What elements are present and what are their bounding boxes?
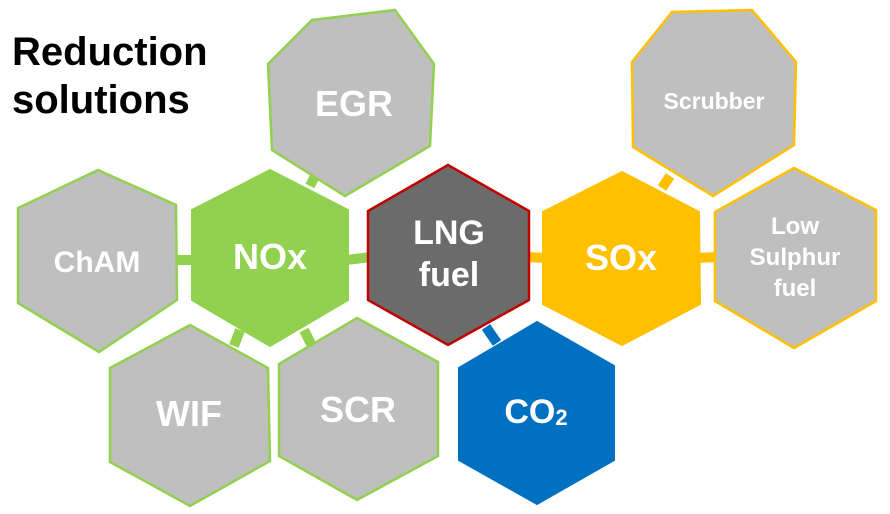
connector-lng-co2 [481,324,502,346]
cham-label: ChAM [54,246,141,279]
low-sulphur-label-line-3: fuel [774,275,817,302]
scr-label: SCR [320,389,396,430]
egr-label: EGR [315,83,393,124]
nox-hexagon: NOx [191,168,349,348]
sox-hexagon: SOx [542,170,702,347]
lng-fuel-hexagon: LNG fuel [366,163,531,347]
wif-hexagon: WIF [108,323,272,508]
scrubber-hexagon: Scrubber [630,8,798,198]
wif-label: WIF [156,393,222,434]
co2-hexagon: CO2 [458,320,615,506]
lng-label-line-2: fuel [419,256,479,294]
connector-nox-wif [229,328,245,348]
scr-hexagon: SCR [277,316,440,502]
page-title: Reduction solutions [12,28,208,124]
lng-label-line-1: LNG [413,214,485,252]
low-sulphur-fuel-hexagon: Low Sulphur fuel [713,166,878,350]
low-sulphur-label-line-2: Sulphur [750,244,841,271]
cham-hexagon: ChAM [16,168,179,354]
title-line-2: solutions [12,78,190,122]
title-line-1: Reduction [12,30,208,74]
co2-label-subscript: 2 [555,405,567,430]
nox-label: NOx [233,236,307,277]
sox-label: SOx [585,237,657,278]
co2-label: CO2 [504,393,567,431]
co2-label-main: CO [504,393,555,431]
egr-hexagon: EGR [266,8,436,198]
connector-nox-scr [299,327,317,349]
scrubber-label: Scrubber [664,88,765,114]
low-sulphur-label-line-1: Low [771,213,819,240]
connector-sox-scrubber [657,173,675,191]
